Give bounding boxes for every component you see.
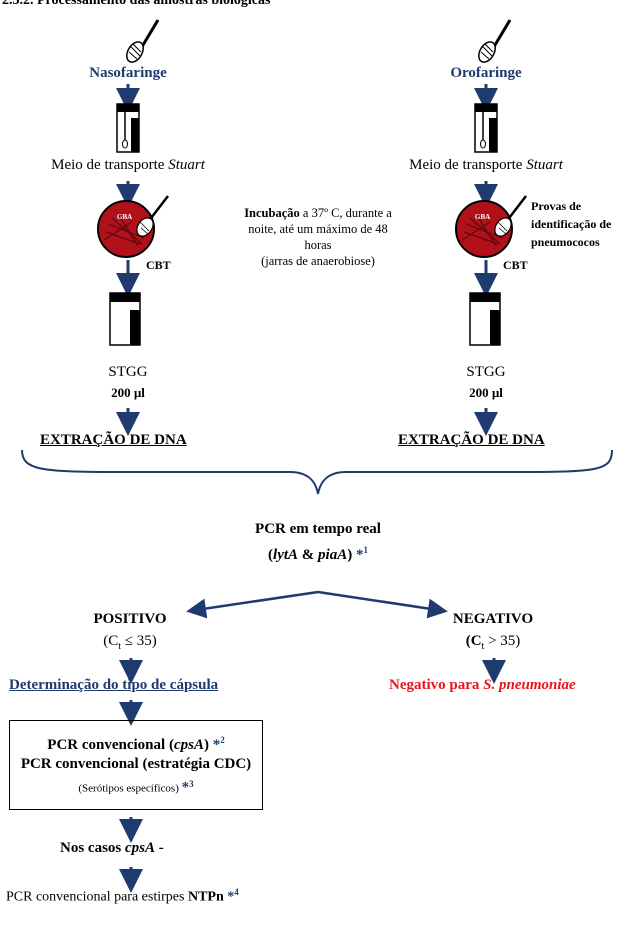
reference-number: 4 <box>234 887 239 897</box>
box-text: PCR convencional ( <box>47 737 174 753</box>
swab-icon-right <box>478 19 512 63</box>
section-title: 2.3.2. Processamento das amostras biológ… <box>2 0 271 8</box>
capsule-determination: Determinação do tipo de cápsula <box>9 677 219 693</box>
positive-label: POSITIVO <box>93 611 167 627</box>
ct-open: (C <box>103 633 119 649</box>
cpsa-prefix: Nos casos <box>60 840 126 856</box>
negative-prefix: Negativo para <box>389 677 484 693</box>
swab-icon-left <box>126 19 160 63</box>
cpsa-negative-cases: Nos casos cpsA - <box>60 840 164 857</box>
incubation-bold: Incubação <box>244 206 300 220</box>
transport-label-left: Meio de transporte Stuart <box>18 157 238 174</box>
pcr-realtime-genes: (lytA & piaA) *1 <box>218 545 418 564</box>
site-label-orofaringe: Orofaringe <box>450 65 522 81</box>
incubation-line: Incubação a 37º C, durante a <box>222 205 414 221</box>
plate-caption-right: CBT <box>503 258 528 272</box>
ct-rest: > 35) <box>484 633 521 649</box>
box-text: ) <box>203 737 209 753</box>
extraction-label-right: EXTRAÇÃO DE DNA <box>398 432 545 448</box>
incubation-note: Incubação a 37º C, durante a noite, até … <box>222 205 414 269</box>
plate-label-right: GBA <box>475 213 491 221</box>
ct-sub: t <box>118 641 122 652</box>
cpsa-suffix: - <box>155 840 164 856</box>
tests-note-line: pneumococos <box>531 235 600 249</box>
box-line-serotypes: (Serótipos específicos) *3 <box>10 779 262 797</box>
ct-open: (C <box>465 633 482 649</box>
transport-tube-icon-right <box>474 103 498 153</box>
incubation-line: horas <box>304 238 332 252</box>
incubation-line: (jarras de anaerobiose) <box>261 254 375 268</box>
merge-brace <box>21 449 613 495</box>
paren: ( <box>268 547 274 563</box>
ct-rest: ≤ 35) <box>121 633 157 649</box>
stgg-label-left: STGG <box>108 364 148 380</box>
pcr-realtime-title: PCR em tempo real <box>255 521 381 537</box>
reference-number: 2 <box>220 735 225 745</box>
reference-star: * <box>355 547 364 563</box>
final-prefix: PCR convencional para estirpes <box>6 889 188 905</box>
gene-cpsA: cpsA <box>125 840 156 856</box>
positive-ct: (Ct ≤ 35) <box>75 633 185 652</box>
species-name: S. pneumoniae <box>483 677 576 693</box>
negative-label: NEGATIVO <box>452 611 534 627</box>
box-line-cdc: PCR convencional (estratégia CDC) <box>20 756 252 772</box>
split-arrows <box>186 590 448 619</box>
transport-text: Meio de transporte <box>409 157 527 173</box>
paren: ) <box>347 547 353 563</box>
plate-label-left: GBA <box>117 213 133 221</box>
final-bold: NTPn <box>187 889 224 905</box>
stgg-tube-icon-left <box>109 292 141 346</box>
reference-number: 1 <box>363 545 368 555</box>
arrow-down-icon <box>119 658 506 893</box>
gene-piaA: piaA <box>318 547 348 563</box>
gene-cpsA: cpsA <box>173 737 204 753</box>
transport-label-right: Meio de transporte Stuart <box>376 157 596 174</box>
negative-ct: (Ct > 35) <box>438 633 548 652</box>
reference-star: * <box>212 737 221 753</box>
amp: & <box>298 547 319 563</box>
transport-italic: Stuart <box>168 157 205 173</box>
final-ntpn-pcr: PCR convencional para estirpes NTPn *4 <box>6 887 239 906</box>
box-text: (Serótipos específicos) <box>78 782 179 795</box>
incubation-text: a 37º C, durante a <box>299 206 392 220</box>
transport-text: Meio de transporte <box>51 157 169 173</box>
negative-result: Negativo para S. pneumoniae <box>389 677 576 694</box>
stgg-tube-icon-right <box>469 292 501 346</box>
transport-tube-icon-left <box>116 103 140 153</box>
reference-star: * <box>181 779 190 796</box>
stgg-label-right: STGG <box>466 364 506 380</box>
volume-label-right: 200 µl <box>469 385 503 400</box>
incubation-line: noite, até um máximo de 48 <box>248 222 388 236</box>
site-label-nasofaringe: Nasofaringe <box>89 65 167 81</box>
transport-italic: Stuart <box>526 157 563 173</box>
conventional-pcr-box: PCR convencional (cpsA) *2 PCR convencio… <box>9 720 263 810</box>
agar-plate-icon-left <box>97 195 169 258</box>
tests-note-line: identificação de <box>531 217 612 231</box>
reference-number: 3 <box>189 779 194 789</box>
gene-lytA: lytA <box>273 547 299 563</box>
identification-tests-note: Provas de identificação de pneumococos <box>531 197 611 251</box>
extraction-label-left: EXTRAÇÃO DE DNA <box>40 432 187 448</box>
plate-caption-left: CBT <box>146 258 171 272</box>
volume-label-left: 200 µl <box>111 385 145 400</box>
tests-note-line: Provas de <box>531 199 582 213</box>
box-line-cpsa: PCR convencional (cpsA) *2 <box>10 735 262 754</box>
ct-sub: t <box>481 641 485 652</box>
reference-star: * <box>227 889 235 905</box>
agar-plate-icon-right <box>455 195 527 258</box>
